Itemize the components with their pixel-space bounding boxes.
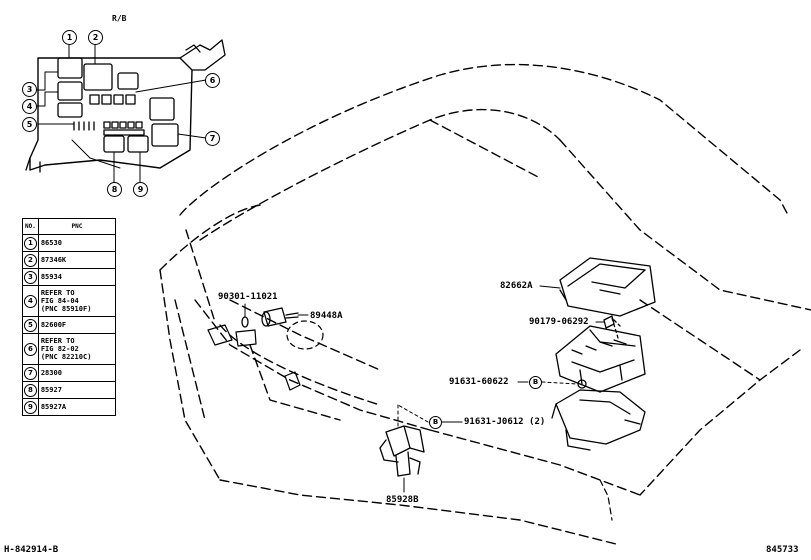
label-89448a: 89448A bbox=[310, 311, 343, 321]
row-pnc-line: FIG 84-04 bbox=[40, 297, 79, 305]
row-pnc: 86530 bbox=[40, 239, 62, 247]
label-91631-60622: 91631-60622 bbox=[449, 377, 509, 387]
callout-b-upper: B bbox=[529, 376, 542, 389]
callout-3: 3 bbox=[22, 82, 37, 97]
label-82662a: 82662A bbox=[500, 281, 533, 291]
table-row: 9 85927A bbox=[22, 398, 117, 416]
car-body-outline bbox=[159, 63, 811, 546]
relay-box-header: R/B bbox=[112, 14, 127, 23]
table-header-pnc: PNC bbox=[37, 218, 117, 235]
row-number: 7 bbox=[23, 366, 37, 380]
table-header-row: NO. PNC bbox=[22, 218, 117, 235]
callout-1: 1 bbox=[62, 30, 77, 45]
relay-box-body bbox=[555, 317, 646, 393]
illustration-number: 845733 bbox=[766, 545, 799, 555]
row-pnc: 85927A bbox=[40, 403, 67, 411]
row-number: 6 bbox=[23, 342, 37, 356]
row-pnc: 28300 bbox=[40, 369, 62, 377]
row-number: 1 bbox=[23, 236, 37, 250]
row-number: 3 bbox=[23, 270, 37, 284]
label-91631-j0612: 91631-J0612 (2) bbox=[464, 417, 546, 427]
callout-4: 4 bbox=[22, 99, 37, 114]
callout-8: 8 bbox=[107, 182, 122, 197]
callout-9: 9 bbox=[133, 182, 148, 197]
table-row: 5 82600F bbox=[22, 316, 117, 334]
clip-90179 bbox=[595, 315, 621, 329]
table-row: 7 28300 bbox=[22, 364, 117, 382]
row-number: 2 bbox=[23, 253, 37, 267]
figure-code: H-842914-B bbox=[4, 545, 59, 555]
row-pnc-line: (PNC 82210C) bbox=[40, 353, 92, 361]
callout-7: 7 bbox=[205, 131, 220, 146]
row-pnc-line: REFER TO bbox=[40, 337, 75, 345]
relay-box-cover bbox=[539, 257, 656, 317]
row-pnc: 87346K bbox=[40, 256, 67, 264]
callout-b-lower: B bbox=[429, 416, 442, 429]
table-row: 4 REFER TO FIG 84-04 (PNC 85910F) bbox=[22, 285, 117, 317]
label-85928b: 85928B bbox=[386, 495, 419, 505]
row-pnc-line: (PNC 85910F) bbox=[40, 305, 92, 313]
row-number: 4 bbox=[23, 294, 37, 308]
row-number: 9 bbox=[23, 400, 37, 414]
relay-block-inset bbox=[25, 39, 226, 183]
table-header-no: NO. bbox=[22, 218, 39, 235]
pnc-table: NO. PNC 1 86530 2 87346K 3 85934 4 REFER… bbox=[22, 218, 117, 416]
table-row: 2 87346K bbox=[22, 251, 117, 269]
row-pnc-line: REFER TO bbox=[40, 289, 75, 297]
table-row: 8 85927 bbox=[22, 381, 117, 399]
sensor-89448a bbox=[241, 303, 309, 328]
callout-2: 2 bbox=[88, 30, 103, 45]
table-row: 1 86530 bbox=[22, 234, 117, 252]
callout-6: 6 bbox=[205, 73, 220, 88]
row-pnc: 85934 bbox=[40, 273, 62, 281]
row-pnc: 82600F bbox=[40, 321, 67, 329]
row-pnc: 85927 bbox=[40, 386, 62, 394]
car-body-solid bbox=[207, 320, 613, 521]
row-pnc-line: FIG 82-02 bbox=[40, 345, 79, 353]
relay-box-bracket bbox=[551, 389, 646, 451]
row-number: 8 bbox=[23, 383, 37, 397]
label-90179-06292: 90179-06292 bbox=[529, 317, 589, 327]
label-90301-11021: 90301-11021 bbox=[218, 292, 278, 302]
relay-85928b bbox=[379, 425, 425, 493]
leader-lines bbox=[397, 381, 579, 429]
callout-5: 5 bbox=[22, 117, 37, 132]
row-number: 5 bbox=[23, 318, 37, 332]
table-row: 3 85934 bbox=[22, 268, 117, 286]
table-row: 6 REFER TO FIG 82-02 (PNC 82210C) bbox=[22, 333, 117, 365]
